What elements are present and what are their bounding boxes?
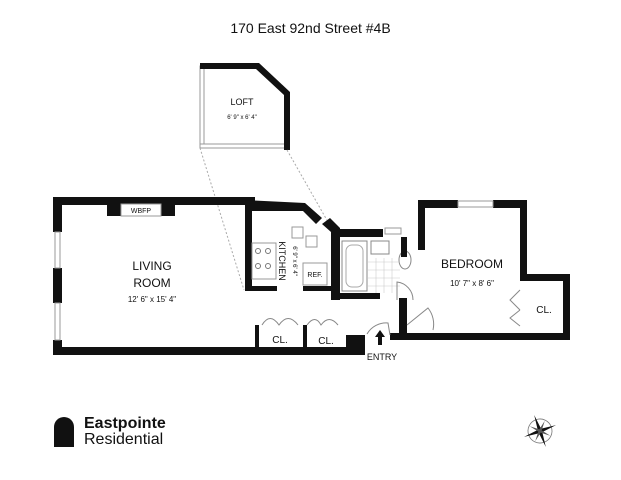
brand-name: Eastpointe xyxy=(84,415,166,432)
loft-projection-line xyxy=(199,147,245,291)
kitchen-dims: 6' 9" x 6' 4" xyxy=(291,246,297,276)
living-room-label: ROOM xyxy=(133,276,170,290)
brand-mark-icon xyxy=(54,417,74,447)
compass-icon xyxy=(524,415,556,447)
listing-title: 170 East 92nd Street #4B xyxy=(230,20,391,36)
loft-label: LOFT xyxy=(230,97,254,107)
brand-subtitle: Residential xyxy=(84,431,164,448)
bathroom xyxy=(322,218,414,301)
living-room-dims: 12' 6" x 15' 4" xyxy=(128,295,176,304)
hall-closets: CL. CL. xyxy=(255,318,365,355)
brand-logo: Eastpointe Residential xyxy=(54,416,166,448)
closet-label: CL. xyxy=(272,335,288,346)
bedroom-closet-label: CL. xyxy=(536,305,552,316)
entry-arrow-icon xyxy=(375,330,385,345)
bedroom: BEDROOM 10' 7" x 8' 6" CL. xyxy=(390,200,570,340)
closet-label: CL. xyxy=(318,336,334,347)
bedroom-dims: 10' 7" x 8' 6" xyxy=(450,279,494,288)
living-room-label: LIVING xyxy=(132,259,171,273)
entry: ENTRY xyxy=(366,322,397,362)
bedroom-label: BEDROOM xyxy=(441,257,503,271)
loft: LOFT 6' 9" x 6' 4" xyxy=(199,63,290,150)
kitchen-label: KITCHEN xyxy=(277,241,287,281)
refrigerator-label: REF. xyxy=(307,272,322,279)
loft-projection-line xyxy=(286,149,329,223)
entry-label: ENTRY xyxy=(367,352,397,362)
kitchen: REF. KITCHEN 6' 9" x 6' 4" xyxy=(245,200,331,291)
fireplace-label: WBFP xyxy=(131,208,152,215)
living-room: WBFP LIVING ROOM 12' 6" x 15' 4" xyxy=(53,197,355,355)
loft-dims: 6' 9" x 6' 4" xyxy=(227,115,257,121)
